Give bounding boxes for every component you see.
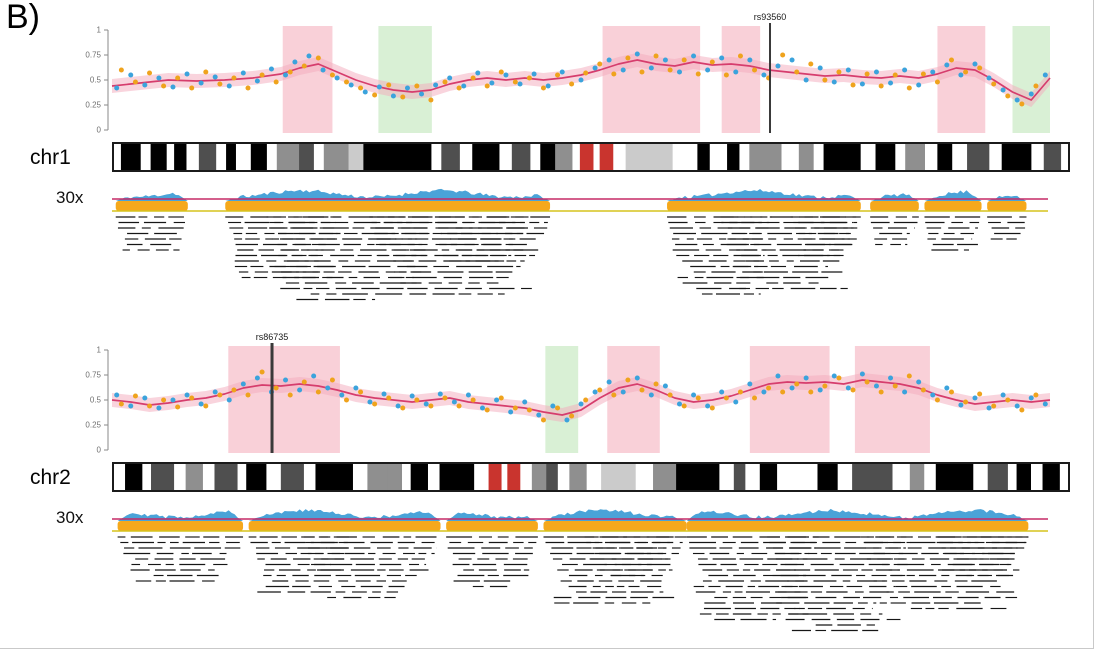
- baf-plot-chr1: 1 0.75 0.5 0.25 0 rs93560: [85, 12, 1051, 135]
- ideogram-border: [112, 142, 1070, 172]
- read-alignments: [115, 216, 1027, 301]
- coverage-and-reads-chr2: [112, 508, 1048, 632]
- coverage-and-reads-chr1: [112, 188, 1048, 301]
- trend-line: [111, 379, 1051, 416]
- snp-marker-label: rs93560: [754, 12, 787, 22]
- chr2-label: chr2: [30, 466, 71, 489]
- svg-text:0.25: 0.25: [85, 101, 101, 110]
- highlight-regions: [228, 346, 930, 453]
- ideogram-bands: [113, 463, 1069, 491]
- ideogram-bands: [113, 143, 1069, 171]
- coverage-track: [115, 188, 1027, 211]
- ideogram-border: [112, 462, 1070, 492]
- svg-text:1: 1: [97, 26, 102, 35]
- points-blue: [114, 51, 1048, 103]
- ideogram-chr1: [112, 142, 1070, 172]
- svg-text:0.75: 0.75: [85, 51, 101, 60]
- coverage-depth-label-chr2: 30x: [56, 508, 84, 527]
- trend-line: [111, 59, 1051, 101]
- highlight-regions: [282, 26, 1050, 133]
- ideogram-chr2: [112, 462, 1070, 492]
- baf-plot-chr2: 1 0.75 0.5 0.25 0 rs86735: [85, 332, 1051, 455]
- chr1-label: chr1: [30, 146, 71, 169]
- coverage-depth-label-chr1: 30x: [56, 188, 84, 207]
- svg-text:0: 0: [97, 446, 102, 455]
- y-axis: 1 0.75 0.5 0.25 0: [85, 26, 109, 135]
- svg-text:0.5: 0.5: [90, 396, 102, 405]
- points-orange: [118, 369, 1039, 423]
- points-blue: [114, 371, 1048, 423]
- svg-text:0: 0: [97, 126, 102, 135]
- chr2-block: 1 0.75 0.5 0.25 0 rs86735 chr2 30x: [0, 332, 1093, 648]
- svg-text:0.5: 0.5: [90, 76, 102, 85]
- coverage-track: [117, 508, 1029, 531]
- panel-label: B): [6, 0, 40, 36]
- svg-text:0.75: 0.75: [85, 371, 101, 380]
- svg-text:0.25: 0.25: [85, 421, 101, 430]
- svg-text:1: 1: [97, 346, 102, 355]
- snp-marker-label: rs86735: [256, 332, 289, 342]
- chr1-block: 1 0.75 0.5 0.25 0 rs93560 chr1 30x: [0, 12, 1093, 334]
- y-axis: 1 0.75 0.5 0.25 0: [85, 346, 109, 455]
- read-alignments: [117, 536, 1029, 632]
- confidence-band: [112, 373, 1050, 422]
- points-orange: [118, 52, 1039, 107]
